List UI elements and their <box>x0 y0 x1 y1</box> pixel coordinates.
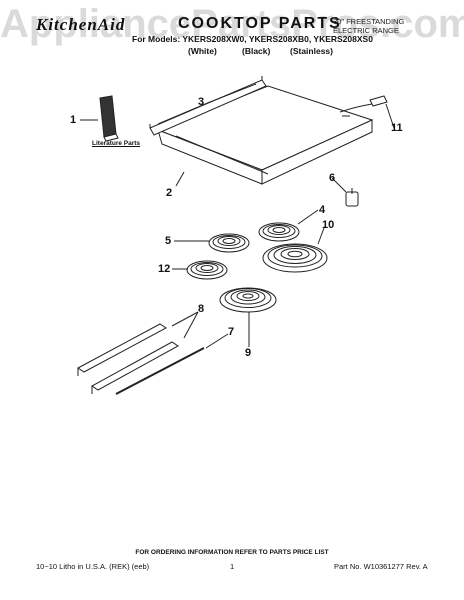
surface-element-4 <box>258 222 300 242</box>
models-line: For Models: YKERS208XW0, YKERS208XB0, YK… <box>132 34 373 44</box>
variant-stainless: (Stainless) <box>290 46 333 56</box>
page-title: COOKTOP PARTS <box>178 15 342 32</box>
page-number: 1 <box>230 562 235 571</box>
surface-element-9 <box>219 287 277 313</box>
callout-10: 10 <box>322 219 335 231</box>
wire-harness <box>339 95 388 117</box>
page-subtitle: 30" FREESTANDING ELECTRIC RANGE <box>333 17 405 35</box>
callout-1: 1 <box>70 114 77 126</box>
callout-7: 7 <box>228 326 235 338</box>
support-rod <box>115 347 205 395</box>
variant-white: (White) <box>188 46 217 56</box>
brand-logo: KitchenAid <box>36 15 126 34</box>
literature-booklet <box>99 95 119 142</box>
infinite-switch <box>345 188 359 207</box>
callout-11: 11 <box>391 122 403 134</box>
surface-element-12 <box>186 260 228 280</box>
callout-8: 8 <box>198 303 205 315</box>
variant-black: (Black) <box>242 46 271 56</box>
ordering-note: FOR ORDERING INFORMATION REFER TO PARTS … <box>135 549 329 556</box>
callout-12: 12 <box>158 263 171 275</box>
callout-4: 4 <box>319 204 326 216</box>
callout-9: 9 <box>245 347 252 359</box>
callout-6: 6 <box>329 172 336 184</box>
print-info: 10−10 Litho in U.S.A. (REK) (eeb) <box>36 562 150 571</box>
surface-element-5 <box>208 233 250 253</box>
surface-element-10 <box>262 243 328 273</box>
callout-3: 3 <box>198 96 205 108</box>
part-number: Part No. W10361277 Rev. A <box>334 562 428 571</box>
callout-5: 5 <box>165 235 172 247</box>
callout-2: 2 <box>166 187 173 199</box>
literature-parts-label: Literature Parts <box>92 140 141 147</box>
watermark: AppliancePartsPros.com <box>0 2 464 46</box>
cooktop-glass <box>156 85 374 185</box>
support-brackets <box>77 323 179 394</box>
